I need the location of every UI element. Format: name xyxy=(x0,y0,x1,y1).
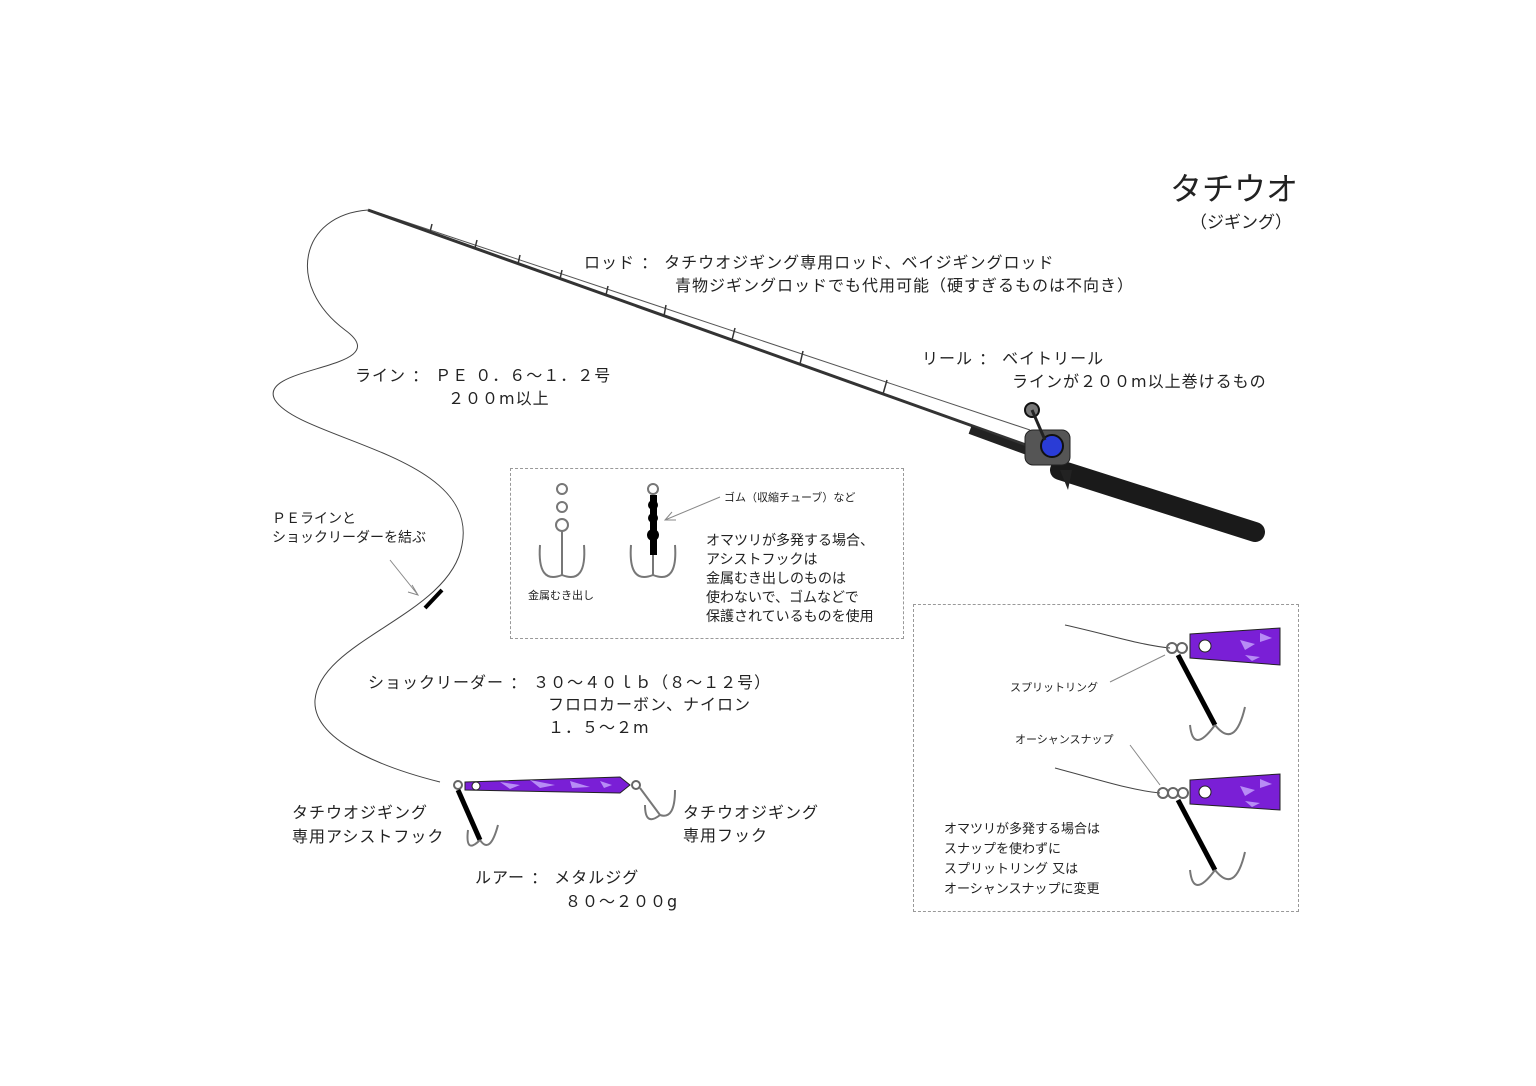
assist-hook-panel xyxy=(510,468,904,639)
ocean-snap-label: オーシャンスナップ xyxy=(1015,733,1114,746)
connector-panel xyxy=(913,604,1299,912)
split-ring-label: スプリットリング xyxy=(1010,681,1098,694)
fishing-line xyxy=(272,209,464,783)
line-label: ライン ： ＰＥ ０．６～１．２号 xyxy=(355,366,612,385)
rod-label: ロッド ： タチウオジギング専用ロッド、ベイジギングロッド xyxy=(584,253,1055,272)
knot-note: ショックリーダーを結ぶ xyxy=(272,530,426,546)
tail-hook-note: 専用フック xyxy=(683,826,769,845)
note-line: アシストフックは xyxy=(706,552,818,568)
rod-note: 青物ジギングロッドでも代用可能（硬すぎるものは不向き） xyxy=(675,276,1135,295)
bare-assist-hook xyxy=(538,483,586,578)
reel-note: ラインが２００m以上巻けるもの xyxy=(1012,372,1267,391)
assist-hook-notes: オマツリが多発する場合、 アシストフックは 金属むき出しのものは 使わないで、ゴ… xyxy=(706,532,874,627)
tail-hook-label: タチウオジギング xyxy=(683,803,820,822)
rubber-assist-hook xyxy=(629,483,721,578)
bare-metal-label: 金属むき出し xyxy=(528,589,594,602)
note-line: スプリットリング 又は xyxy=(944,862,1079,877)
bait-reel xyxy=(1024,402,1071,466)
page-subtitle: （ジギング） xyxy=(1190,213,1292,233)
rubber-label: ゴム（収縮チューブ）など xyxy=(724,491,856,504)
main-jig xyxy=(453,776,676,847)
rod-handle-fore xyxy=(968,426,1032,456)
knot-label: ＰＥラインと xyxy=(272,511,356,527)
rod-grip xyxy=(1050,460,1265,542)
rod-blank xyxy=(367,208,1041,452)
leader-label: ショックリーダー ： ３０～４０ｌｂ（８～１２号） xyxy=(368,673,772,692)
leader-length: １．５～２m xyxy=(548,718,650,737)
note-line: オーシャンスナップに変更 xyxy=(944,882,1100,897)
note-line: オマツリが多発する場合は xyxy=(944,822,1101,837)
leader-material: フロロカーボン、ナイロン xyxy=(548,695,752,714)
knot-arrow xyxy=(389,559,420,596)
connector-notes: オマツリが多発する場合は スナップを使わずに スプリットリング 又は オーシャン… xyxy=(944,820,1100,900)
lure-weight: ８０～２００g xyxy=(565,892,679,911)
ocean-snap-jig xyxy=(1054,744,1281,886)
lure-label: ルアー ： メタルジグ xyxy=(475,868,640,887)
note-line: 金属むき出しのものは xyxy=(706,571,846,587)
note-line: スナップを使わずに xyxy=(944,842,1062,857)
knot-mark xyxy=(423,588,444,610)
rod-guides xyxy=(429,223,888,395)
rod-line xyxy=(369,209,1031,431)
assist-hook-label: タチウオジギング xyxy=(292,803,429,822)
rod-trigger xyxy=(1060,470,1072,490)
split-ring-jig xyxy=(1064,624,1281,741)
page-title: タチウオ xyxy=(1170,170,1299,208)
reel-label: リール ： ベイトリール xyxy=(922,349,1105,368)
note-line: 使わないで、ゴムなどで xyxy=(706,590,859,606)
line-note: ２００m以上 xyxy=(448,389,550,408)
assist-hook-note: 専用アシストフック xyxy=(292,827,445,846)
note-line: オマツリが多発する場合、 xyxy=(706,533,874,549)
note-line: 保護されているものを使用 xyxy=(706,609,874,625)
